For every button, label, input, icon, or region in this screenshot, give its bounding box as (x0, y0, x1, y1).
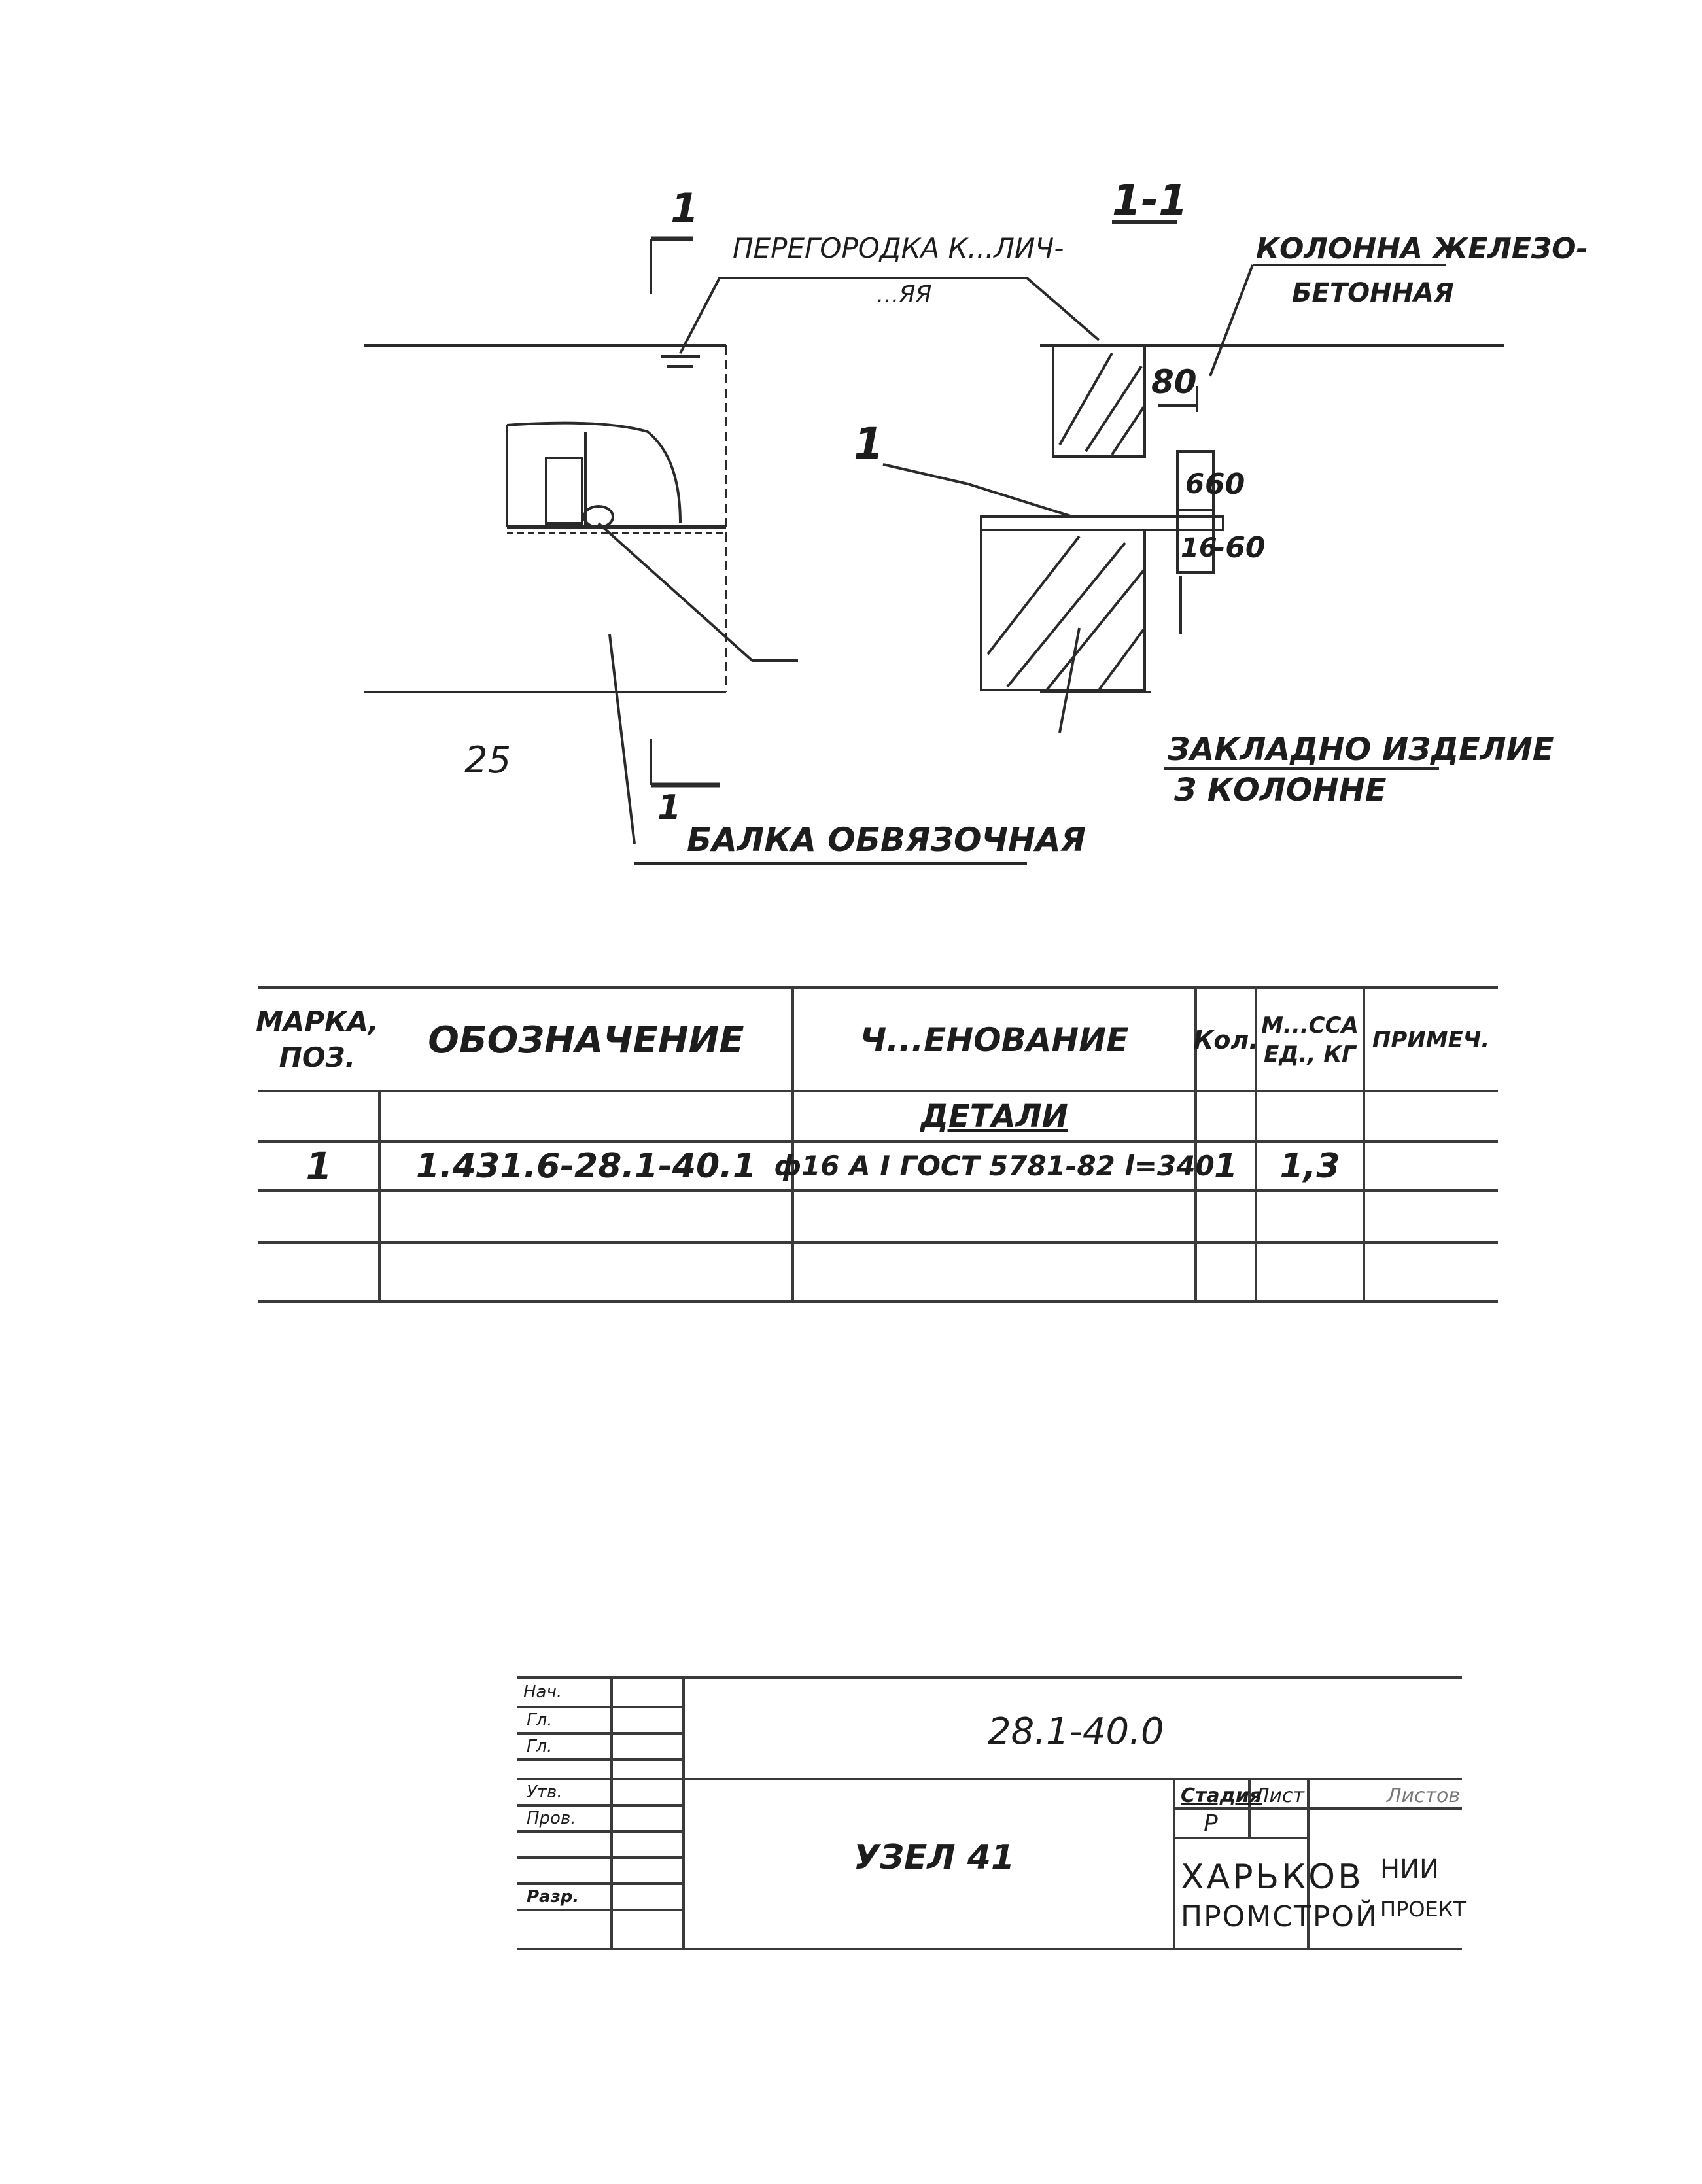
row-mark: 1 (305, 1143, 332, 1188)
embedded-plate (980, 515, 1224, 531)
header-mark: МАРКА, ПОЗ. (256, 1005, 379, 1073)
sign-label-3: Гл. (527, 1737, 553, 1756)
sign-label-1: Нач. (523, 1682, 563, 1702)
dim-80: 80 (1151, 363, 1197, 401)
rebar-detail (1176, 450, 1215, 574)
sub-16: 16 (1181, 533, 1217, 563)
header-mass: М...ССА ЕД., КГ (1261, 1012, 1359, 1067)
partition-label-line1: ПЕРЕГОРОДКА (733, 232, 940, 264)
row-qty: 1 (1213, 1146, 1238, 1186)
sheet-label: УЗЕЛ 41 (854, 1838, 1015, 1877)
stage-header: Стадия (1181, 1784, 1262, 1807)
sheet-header: Лист (1255, 1784, 1305, 1807)
partition-label: ПЕРЕГОРОДКА К...ЛИЧ- (733, 232, 1064, 264)
column-upper (1052, 344, 1146, 458)
header-qty: Кол. (1193, 1026, 1259, 1054)
sub-6: 6 (1185, 468, 1205, 500)
sheets-header: Листов (1387, 1784, 1461, 1807)
section-details: ДЕТАЛИ (920, 1098, 1068, 1135)
stage-value: Р (1204, 1811, 1218, 1837)
header-note: ПРИМЕЧ. (1372, 1027, 1490, 1053)
partition-label-line2: ...ЯЯ (877, 281, 932, 308)
column-label-line1: КОЛОННА ЖЕЛЕЗО- (1256, 232, 1588, 266)
header-name: Ч...ЕНОВАНИЕ (860, 1021, 1129, 1059)
column-label-line2: БЕТОННАЯ (1292, 278, 1454, 308)
partition-curve (506, 421, 682, 524)
column-lower (980, 529, 1146, 691)
section-mark-bottom: 1 (657, 788, 682, 827)
dim-60-bottom: -60 (1213, 531, 1266, 564)
row-mass: 1,3 (1279, 1146, 1340, 1186)
org-line2: ПРОМСТРОЙ (1181, 1900, 1378, 1933)
section-title: 1-1 (1112, 177, 1188, 225)
embedded-label-line1: ЗАКЛАДНО ИЗДЕЛИЕ (1168, 731, 1554, 768)
position-1: 1 (854, 419, 884, 469)
org-line3: НИИ (1380, 1854, 1439, 1884)
section-mark-top: 1 (670, 184, 699, 232)
spec-table-grid (258, 986, 1498, 1303)
sign-label-4: Утв. (527, 1782, 563, 1802)
partition-label-cont: К...ЛИЧ- (948, 232, 1064, 264)
beam-label: БАЛКА ОБВЯЗОЧНАЯ (687, 821, 1086, 859)
dim-25: 25 (464, 739, 512, 782)
sign-label-5: Пров. (527, 1809, 576, 1828)
embedded-label-line2: З КОЛОННЕ (1174, 772, 1387, 808)
row-note (1364, 1141, 1498, 1190)
partition-leader (679, 277, 1100, 354)
row-name: ф16 А I ГОСТ 5781-82 l=340 (774, 1150, 1215, 1182)
header-designation: ОБОЗНАЧЕНИЕ (428, 1018, 744, 1062)
org-line4: ПРОЕКТ (1380, 1897, 1467, 1922)
org-line1: ХАРЬКОВ (1181, 1858, 1364, 1897)
dim-60-top: 60 (1205, 468, 1245, 501)
sign-label-6: Разр. (527, 1887, 580, 1907)
doc-code: 28.1-40.0 (988, 1710, 1164, 1753)
row-designation: 1.431.6-28.1-40.1 (415, 1146, 757, 1186)
sign-label-2: Гл. (527, 1710, 553, 1730)
title-block-grid (517, 1676, 1462, 1950)
